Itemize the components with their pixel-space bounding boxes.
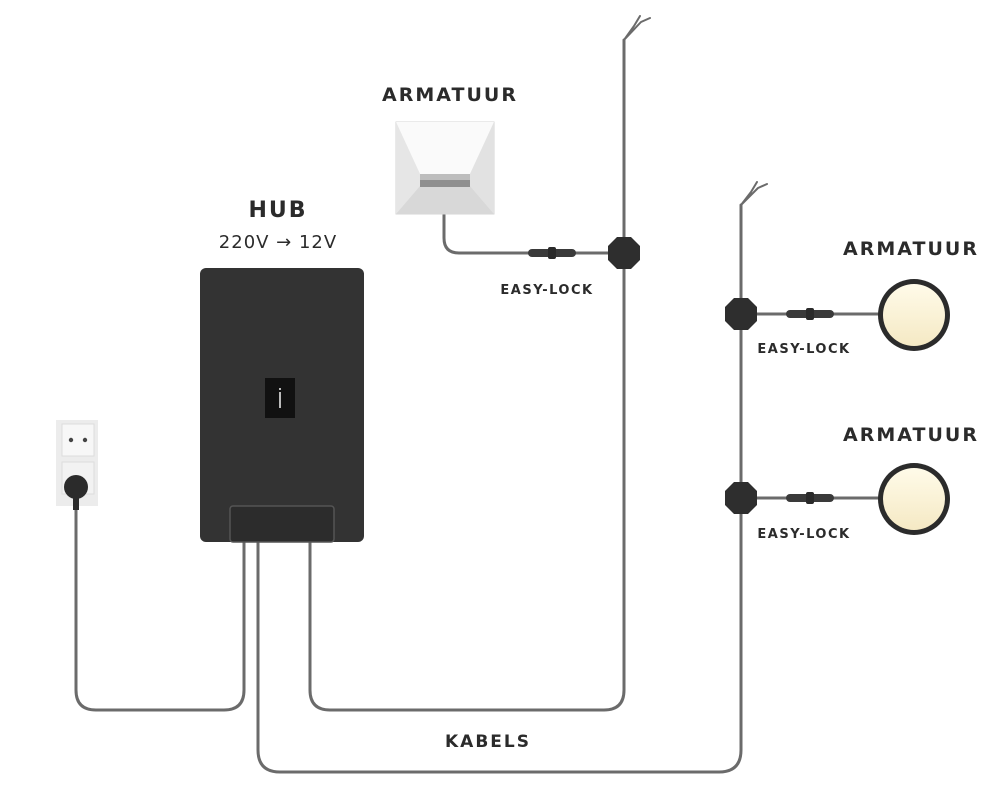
power-plug [64,475,88,499]
label-kabels: KABELS [445,732,531,752]
junction-right-1 [725,298,757,330]
label-armatuur-right-1: ARMATUUR [843,238,979,260]
cable-hub-to-center-riser [308,38,626,712]
easy-lock-connector-2 [786,308,834,320]
label-easy-lock-2: EASY-LOCK [757,342,851,357]
cable-end-right [740,181,768,206]
easy-lock-connector-3 [786,492,834,504]
label-hub-title: HUB [248,198,308,223]
cable-plug-to-hub [74,498,246,712]
label-armatuur-right-2: ARMATUUR [843,424,979,446]
label-easy-lock-3: EASY-LOCK [757,527,851,542]
cable-hub-to-right-riser [256,203,743,774]
cable-end-center [623,15,651,41]
junction-right-2 [725,482,757,514]
round-fixture-right-1 [878,279,950,351]
label-armatuur-top: ARMATUUR [382,84,518,106]
square-fixture-top [395,121,495,215]
easy-lock-connector-1 [528,247,576,259]
hub-unit [200,268,364,543]
label-hub-voltage: 220V → 12V [218,232,338,253]
round-fixture-right-2 [878,463,950,535]
cable-top-fixture [442,210,626,255]
label-easy-lock-1: EASY-LOCK [500,283,594,298]
junction-center [608,237,640,269]
